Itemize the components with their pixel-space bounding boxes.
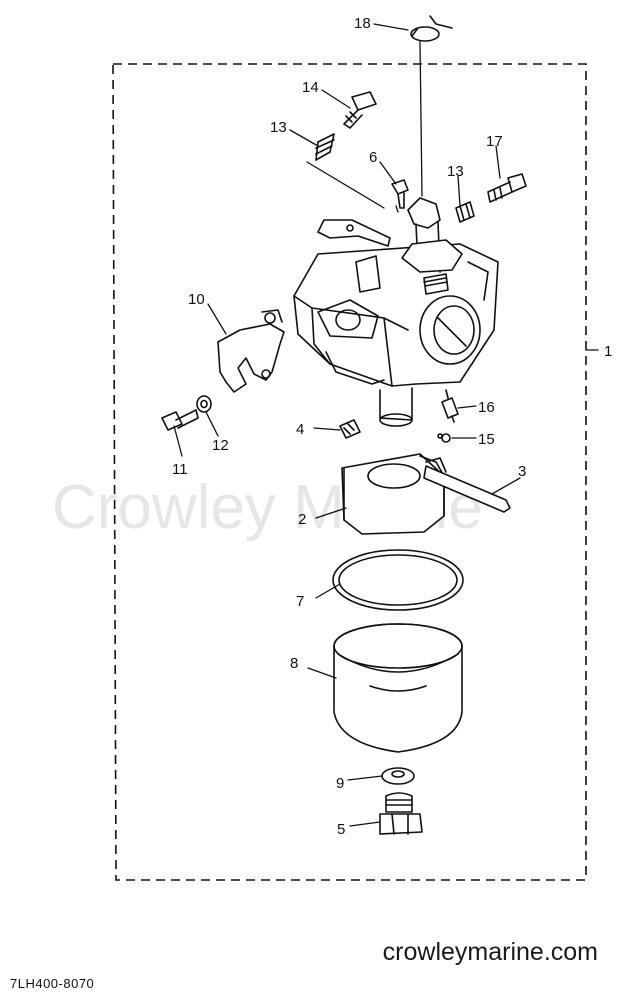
- callout-13-left: 13: [270, 119, 287, 136]
- callout-3: 3: [518, 463, 526, 480]
- callout-9: 9: [336, 775, 344, 792]
- assembly-boundary: [112, 63, 587, 881]
- callout-8: 8: [290, 655, 298, 672]
- callout-18: 18: [354, 15, 371, 32]
- callout-4: 4: [296, 421, 304, 438]
- callout-17: 17: [486, 133, 503, 150]
- part-4-screw: [339, 419, 361, 439]
- callout-13-right: 13: [447, 163, 464, 180]
- callout-15: 15: [478, 431, 495, 448]
- callout-7: 7: [296, 593, 304, 610]
- part-2-float: [341, 453, 445, 535]
- part-9-washer: [381, 767, 415, 785]
- callout-6: 6: [369, 149, 377, 166]
- website-label: crowleymarine.com: [382, 938, 598, 966]
- callout-2: 2: [298, 511, 306, 528]
- part-15-clip: [437, 433, 451, 443]
- callout-labels: 18 14 13 6 13 17 10 1 16 4 15 12 11 3 2 …: [172, 15, 612, 838]
- part-16-needle: [441, 389, 459, 423]
- callout-10: 10: [188, 291, 205, 308]
- carburetor-body: [293, 197, 499, 427]
- part-14-screw: [343, 91, 377, 129]
- callout-11: 11: [172, 461, 188, 478]
- part-7-gasket: [332, 549, 464, 611]
- part-11-screw: [161, 409, 199, 431]
- callout-12: 12: [212, 437, 229, 454]
- callout-1: 1: [604, 343, 612, 360]
- part-13-spring-right: [455, 201, 475, 223]
- callout-14: 14: [302, 79, 319, 96]
- part-5-bolt: [379, 792, 423, 835]
- part-12-washer: [196, 395, 212, 413]
- part-6-screw: [391, 179, 409, 209]
- part-18-clip: [410, 15, 453, 42]
- part-13-spring-left: [315, 133, 335, 161]
- part-17-screw: [487, 173, 527, 203]
- part-8-float-bowl: [333, 623, 463, 753]
- part-10-bracket: [217, 309, 285, 393]
- diagram-code: 7LH400-8070: [10, 976, 95, 991]
- callout-16: 16: [478, 399, 495, 416]
- callout-5: 5: [337, 821, 345, 838]
- leader-lines: [173, 23, 599, 827]
